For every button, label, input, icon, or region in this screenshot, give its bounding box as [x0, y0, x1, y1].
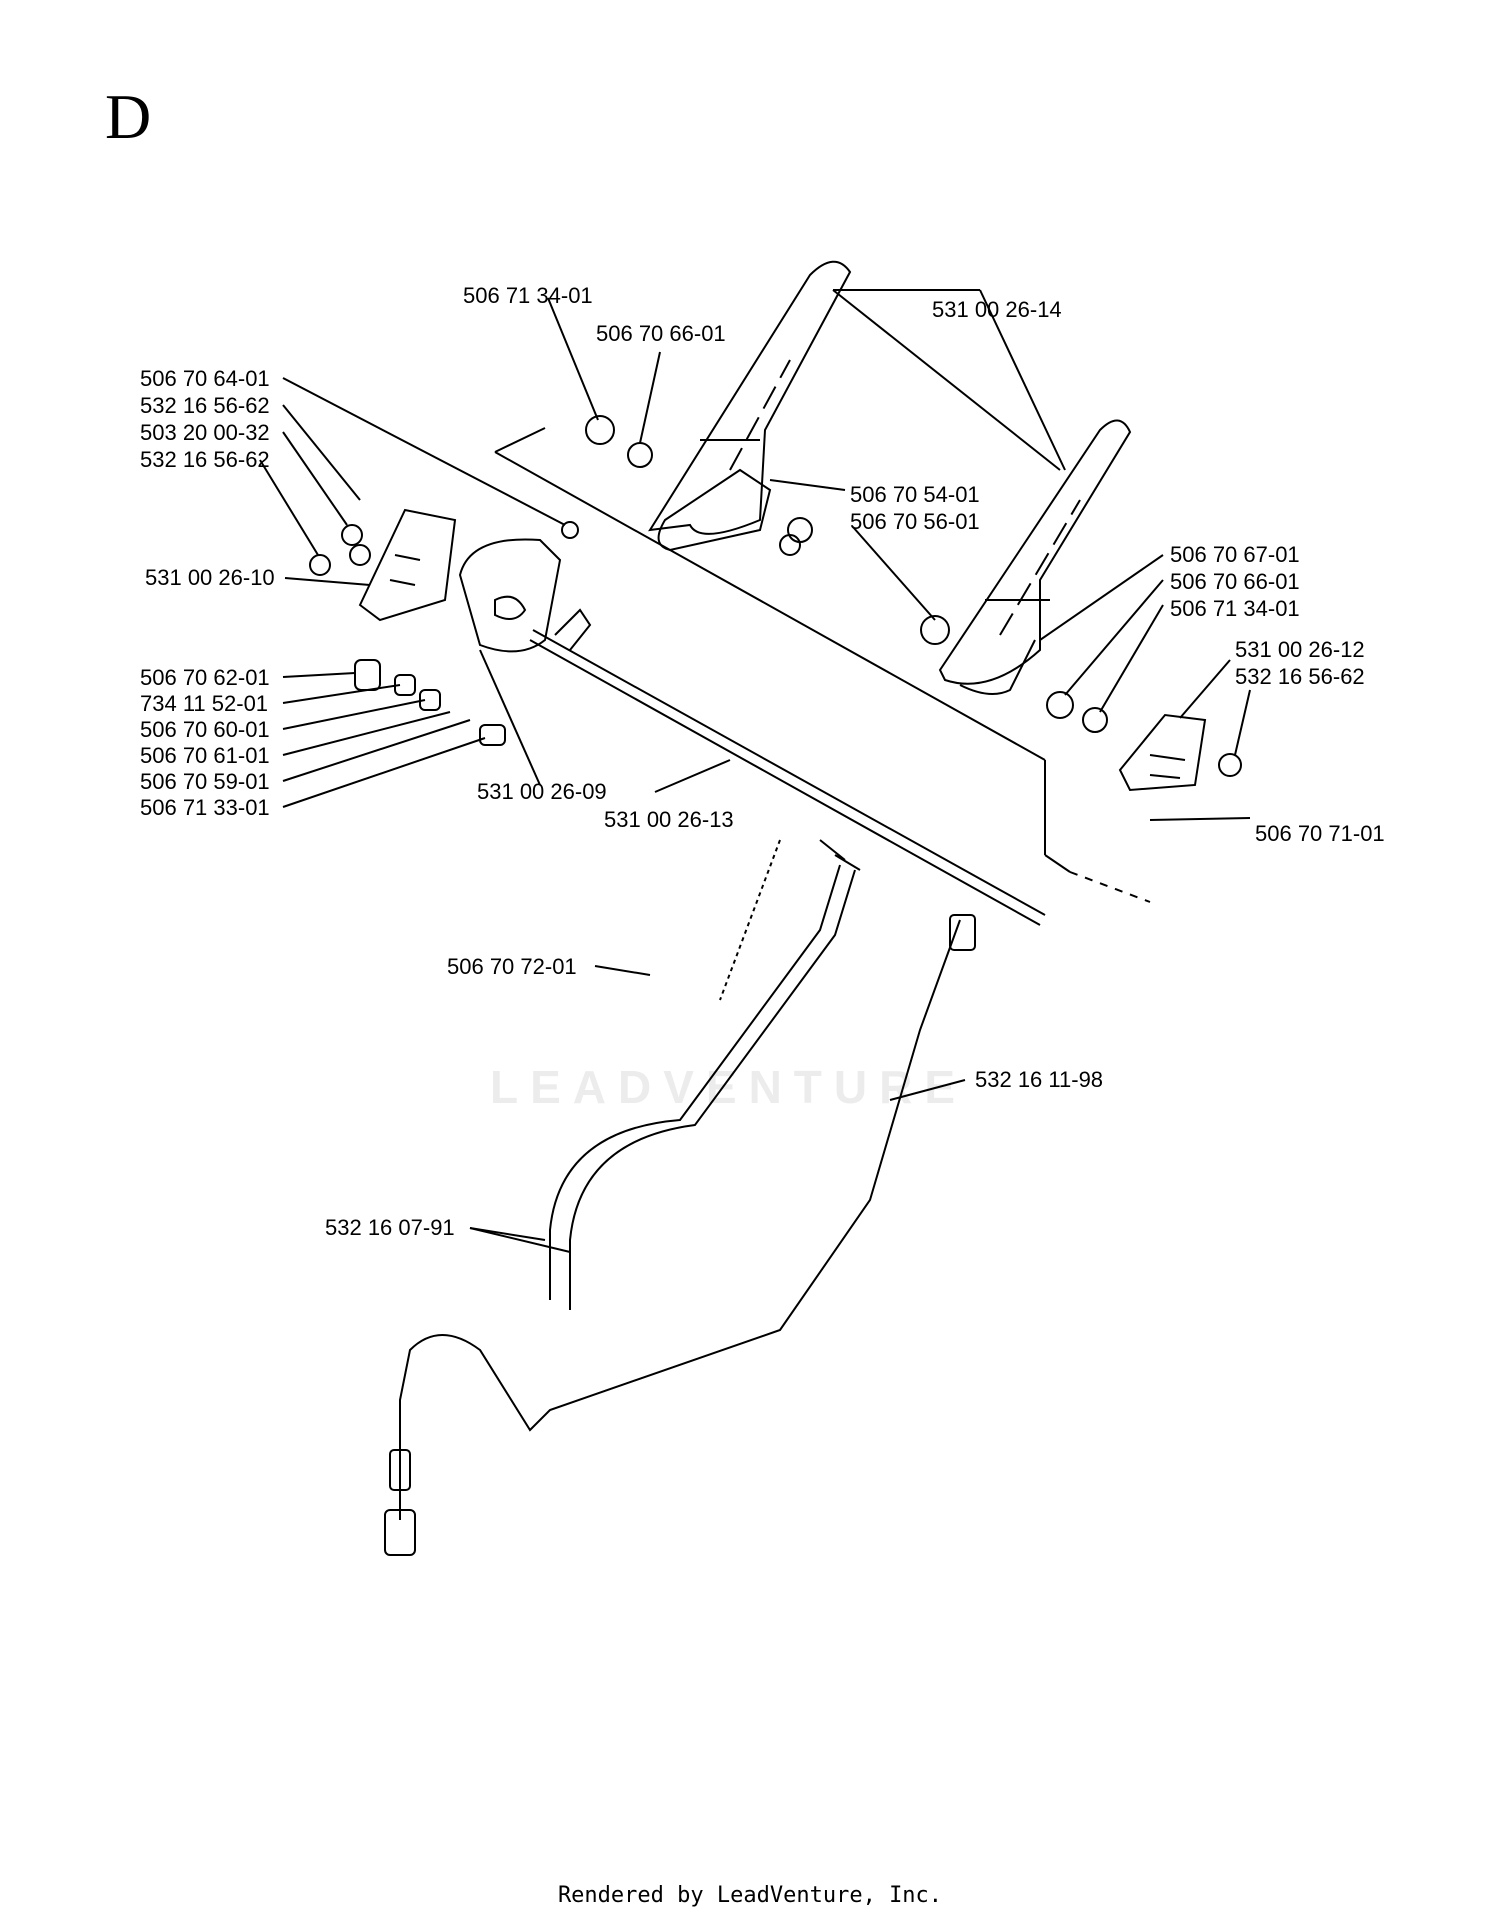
part-label: 532 16 07-91 — [325, 1215, 455, 1240]
part-label: 531 00 26-10 — [145, 565, 275, 590]
part-label: 506 70 67-01 — [1170, 542, 1300, 567]
part-label: 506 70 59-01 — [140, 769, 270, 794]
part-label: 531 00 26-09 — [477, 779, 607, 804]
part-label: 506 70 60-01 — [140, 717, 270, 742]
part-label: 506 71 34-01 — [1170, 596, 1300, 621]
section-letter: D — [105, 81, 152, 152]
assembly-outline — [494, 427, 1151, 903]
part-label: 506 71 34-01 — [463, 283, 593, 308]
part-label: 532 16 11-98 — [975, 1067, 1104, 1092]
footer-credit: Rendered by LeadVenture, Inc. — [557, 1883, 943, 1908]
part-label: 531 00 26-14 — [932, 297, 1062, 322]
part-label: 506 71 33-01 — [140, 795, 270, 820]
cam-plate — [458, 538, 562, 653]
part-label: 506 70 56-01 — [850, 509, 980, 534]
leader-lines — [259, 289, 1251, 1253]
part-label: 506 70 71-01 — [1255, 821, 1385, 846]
right-mount-plate — [1118, 713, 1207, 792]
part-label: 506 70 66-01 — [1170, 569, 1300, 594]
part-label: 531 00 26-12 — [1235, 637, 1365, 662]
part-label: 506 70 62-01 — [140, 665, 270, 690]
handle-right — [938, 419, 1132, 695]
part-label: 506 70 66-01 — [596, 321, 726, 346]
cable-pair — [549, 839, 861, 1310]
part-label: 506 70 64-01 — [140, 366, 270, 391]
part-label: 734 11 52-01 — [140, 691, 269, 716]
part-label: 506 70 61-01 — [140, 743, 270, 768]
part-label: 506 70 72-01 — [447, 954, 577, 979]
part-label: 532 16 56-62 — [140, 447, 270, 472]
part-label: 532 16 56-62 — [140, 393, 270, 418]
long-cable — [384, 914, 976, 1556]
part-label: 506 70 54-01 — [850, 482, 980, 507]
left-mount-plate — [358, 508, 457, 622]
hardware — [309, 415, 1242, 777]
part-label: 503 20 00-32 — [140, 420, 270, 445]
shaft — [529, 608, 1046, 926]
part-label: 531 00 26-13 — [604, 807, 734, 832]
part-label: 532 16 56-62 — [1235, 664, 1365, 689]
handle-left — [648, 260, 852, 552]
